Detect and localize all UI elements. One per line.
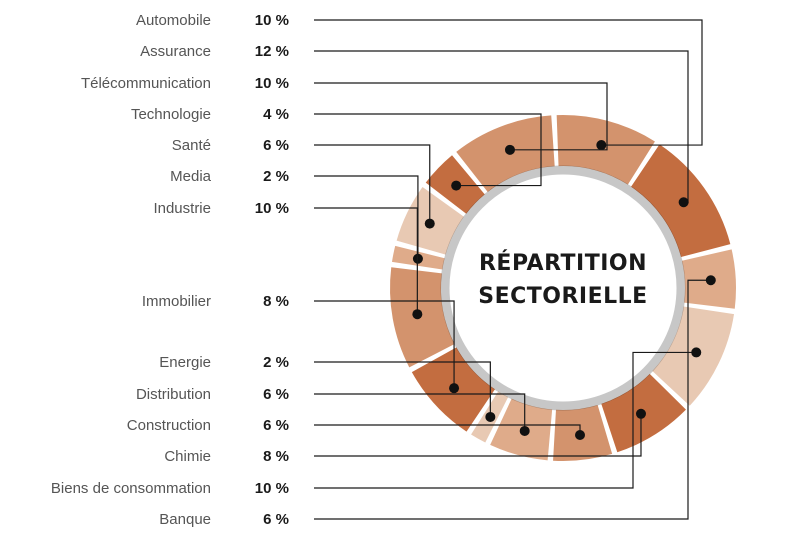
leader-line-industrie — [314, 207, 418, 315]
leader-line-energie — [314, 361, 491, 417]
marker-dot-immobilier — [449, 383, 460, 394]
value-distribution: 6 % — [263, 386, 289, 403]
label-banque: Banque — [159, 511, 211, 528]
marker-dot-chimie — [635, 408, 646, 419]
marker-dot-biens-de-consommation — [691, 347, 702, 358]
leader-line-media — [314, 175, 419, 259]
label-media: Media — [170, 168, 212, 185]
value-telecommunication: 10 % — [255, 75, 289, 92]
marker-dot-banque — [705, 275, 716, 286]
value-sante: 6 % — [263, 137, 289, 154]
label-technologie: Technologie — [131, 106, 211, 123]
value-automobile: 10 % — [255, 12, 289, 29]
marker-dot-sante — [424, 218, 435, 229]
leader-line-technologie — [314, 113, 542, 187]
slice-industrie — [390, 267, 455, 368]
leader-line-telecommunication — [314, 82, 608, 151]
chart-title-line-2: SECTORIELLE — [478, 284, 647, 309]
label-chimie: Chimie — [164, 448, 211, 465]
marker-dot-assurance — [678, 197, 689, 208]
leader-line-distribution — [314, 393, 526, 431]
label-immobilier: Immobilier — [142, 293, 211, 310]
leader-lines — [314, 19, 716, 520]
marker-dot-construction — [575, 430, 586, 441]
value-immobilier: 8 % — [263, 293, 289, 310]
value-chimie: 8 % — [263, 448, 289, 465]
leader-line-automobile — [314, 19, 703, 146]
label-construction: Construction — [127, 417, 211, 434]
label-telecommunication: Télécommunication — [81, 75, 211, 92]
category-labels: Automobile 10 % Assurance 12 % Télécommunica… — [51, 12, 289, 528]
value-construction: 6 % — [263, 417, 289, 434]
label-distribution: Distribution — [136, 386, 211, 403]
chart-title-line-1: RÉPARTITION — [479, 250, 647, 276]
label-sante: Santé — [172, 137, 211, 154]
leader-line-immobilier — [314, 300, 455, 389]
marker-dot-energie — [485, 411, 496, 422]
value-energie: 2 % — [263, 354, 289, 371]
marker-dot-distribution — [519, 425, 530, 436]
value-technologie: 4 % — [263, 106, 289, 123]
value-banque: 6 % — [263, 511, 289, 528]
label-energie: Energie — [159, 354, 211, 371]
slice-telecommunication — [456, 115, 555, 192]
value-assurance: 12 % — [255, 43, 289, 60]
inner-ring — [440, 165, 686, 411]
leader-line-sante — [314, 144, 431, 224]
label-assurance: Assurance — [140, 43, 211, 60]
marker-dot-automobile — [596, 140, 607, 151]
marker-dot-industrie — [412, 309, 423, 320]
value-industrie: 10 % — [255, 200, 289, 217]
value-biens-de-consommation: 10 % — [255, 480, 289, 497]
leader-line-banque — [314, 279, 711, 520]
leader-line-chimie — [314, 413, 642, 457]
label-automobile: Automobile — [136, 12, 211, 29]
marker-dot-technologie — [451, 180, 462, 191]
marker-dot-telecommunication — [504, 144, 515, 155]
leader-line-biens-de-consommation — [314, 351, 697, 489]
value-media: 2 % — [263, 168, 289, 185]
label-biens-de-consommation: Biens de consommation — [51, 480, 211, 497]
label-industrie: Industrie — [153, 200, 211, 217]
